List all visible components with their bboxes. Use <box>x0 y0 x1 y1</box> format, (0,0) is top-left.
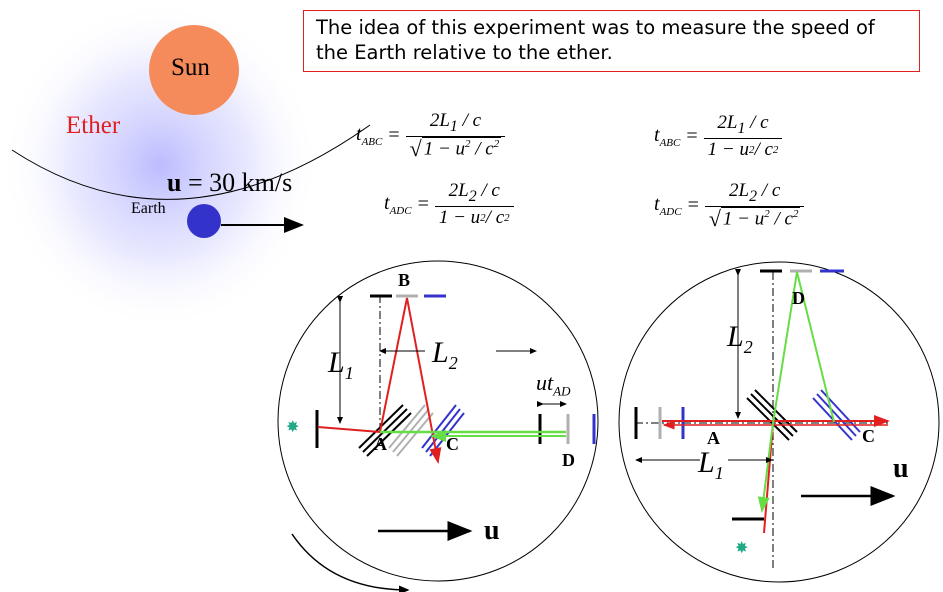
eq-right-adc: tADC= 2L2 / c √1 − u2 / c2 <box>654 180 805 230</box>
left-source-icon: ✸ <box>286 419 299 436</box>
right-source-icon: ✸ <box>735 540 748 557</box>
left-label-A: A <box>374 434 387 454</box>
left-label-ut: utAD <box>536 370 571 399</box>
ether-label: Ether <box>66 112 121 139</box>
left-label-L1: L1 <box>328 346 354 383</box>
left-label-B: B <box>398 270 411 290</box>
left-interferometer: ✸ <box>277 260 599 592</box>
right-interferometer: ✸ <box>618 261 940 583</box>
left-label-L2: L2 <box>432 336 458 373</box>
velocity-symbol: u <box>167 168 182 197</box>
right-label-L2: L2 <box>727 320 753 357</box>
left-label-C: C <box>446 434 459 454</box>
right-label-C: C <box>862 426 875 446</box>
earth <box>187 204 221 238</box>
right-label-A: A <box>707 428 720 448</box>
sun <box>149 25 239 115</box>
eq-left-abc: tABC= 2L1 / c √1 − u2 / c2 <box>356 110 506 160</box>
left-label-D: D <box>562 450 575 470</box>
right-label-L1: L1 <box>698 446 724 483</box>
earth-orbit <box>11 124 371 200</box>
rotation-arrow <box>291 533 410 592</box>
caption-box: The idea of this experiment was to measu… <box>303 10 920 72</box>
right-circle <box>618 261 940 583</box>
right-label-u: u <box>893 453 909 484</box>
earth-label: Earth <box>131 200 166 217</box>
right-label-D: D <box>792 288 805 308</box>
left-label-u: u <box>484 515 500 546</box>
left-circle <box>277 260 599 582</box>
velocity-label: u = 30 km/s <box>167 168 292 198</box>
sun-label: Sun <box>171 54 210 81</box>
velocity-value: = 30 km/s <box>181 168 293 197</box>
